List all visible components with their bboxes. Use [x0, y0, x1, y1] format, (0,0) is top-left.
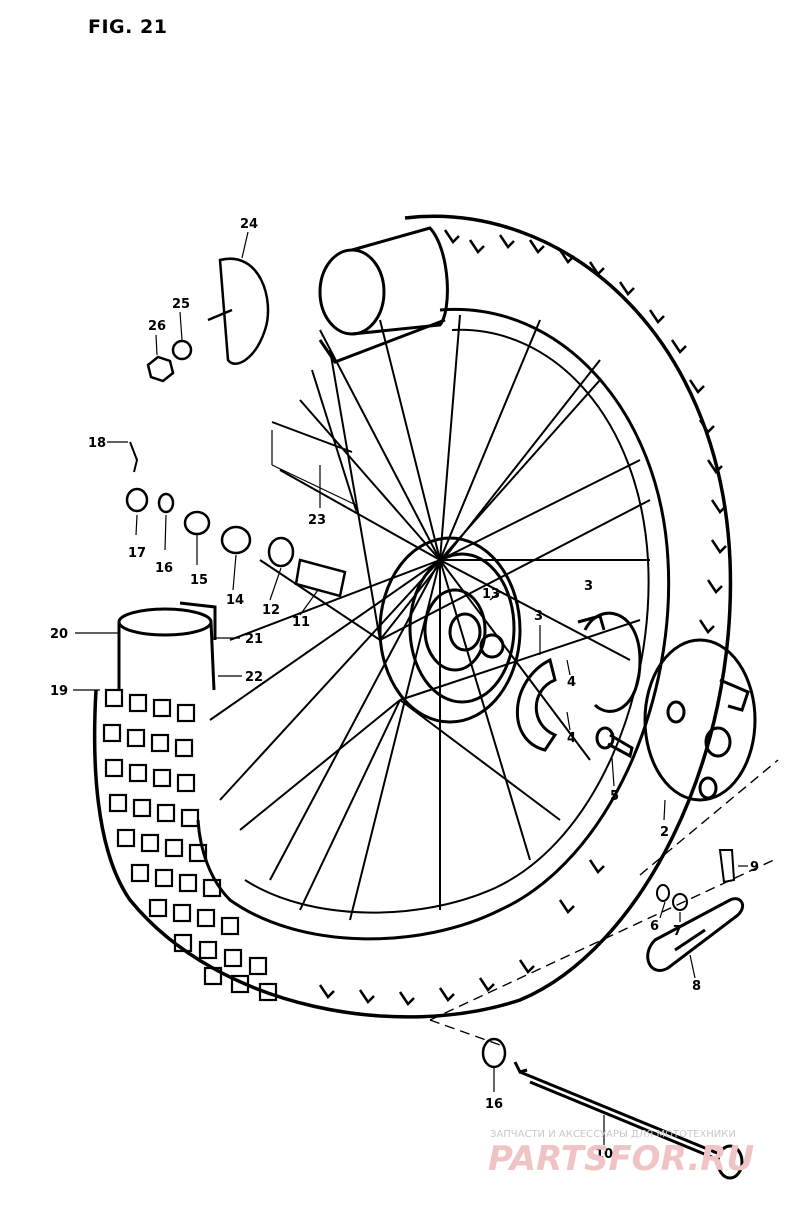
brake-panel: [643, 638, 757, 802]
watermark-brand: PARTSFOR.RU: [488, 1139, 754, 1179]
part-label-5: 5: [610, 789, 619, 804]
part-label-24: 24: [240, 217, 258, 232]
axle-parts-left: [125, 487, 347, 598]
part-labels: 2 3 3 4 4 5 6 7 8 9 10 11 12 13 14 15 16…: [50, 217, 759, 1162]
part-label-8: 8: [692, 979, 701, 994]
part-label-14: 14: [226, 593, 244, 608]
tire-tread: [318, 229, 727, 1006]
part-label-2: 2: [660, 825, 669, 840]
part-label-16b: 16: [485, 1097, 503, 1112]
part-label-13: 13: [482, 587, 500, 602]
part-label-3a: 3: [534, 609, 543, 624]
part-label-7: 7: [673, 924, 682, 939]
part-label-6: 6: [650, 919, 659, 934]
part-label-15: 15: [190, 573, 208, 588]
leader-lines: [73, 231, 748, 1145]
dash-lines: [429, 759, 779, 1046]
watermark-caption: ЗАПЧАСТИ И АКСЕССУАРЫ ДЛЯ МОТОТЕХНИКИ: [490, 1129, 736, 1140]
part-label-25: 25: [172, 297, 190, 312]
inner-tube-top: [318, 226, 449, 364]
washer-7: [672, 893, 688, 911]
brake-arm: [646, 897, 744, 972]
part-label-18: 18: [88, 436, 106, 451]
watermark: ЗАПЧАСТИ И АКСЕССУАРЫ ДЛЯ МОТОТЕХНИКИ PA…: [488, 1129, 754, 1179]
part-label-17: 17: [128, 546, 146, 561]
part-label-10: 10: [595, 1147, 613, 1162]
cotter-pin: [129, 441, 139, 473]
axle-washer: [481, 1037, 507, 1069]
tire-sidewall-tread: [102, 688, 278, 1002]
part-label-11: 11: [292, 615, 310, 630]
part-label-22: 22: [245, 670, 263, 685]
part-label-12: 12: [262, 603, 280, 618]
hub: [378, 536, 522, 724]
figure-title: FIG. 21: [88, 16, 168, 38]
part-label-16a: 16: [155, 561, 173, 576]
inner-tube-bottom: [117, 601, 217, 691]
part-label-3b: 3: [584, 579, 593, 594]
part-label-19: 19: [50, 684, 68, 699]
tire-outline: [92, 214, 733, 1019]
front-axle: [513, 1061, 744, 1180]
bolt: [718, 849, 736, 884]
rim-outline: [196, 307, 671, 941]
part-label-23: 23: [308, 513, 326, 528]
washer-6: [656, 884, 670, 902]
part-label-4a: 4: [567, 675, 576, 690]
brake-shoes: [515, 611, 642, 752]
part-label-21: 21: [245, 632, 263, 647]
spoke-set: [271, 369, 357, 511]
brake-cam: [595, 726, 634, 759]
part-label-4b: 4: [567, 731, 576, 746]
part-label-20: 20: [50, 627, 68, 642]
part-label-9: 9: [750, 860, 759, 875]
speedometer-gearbox-parts: [146, 257, 270, 383]
part-label-26: 26: [148, 319, 166, 334]
